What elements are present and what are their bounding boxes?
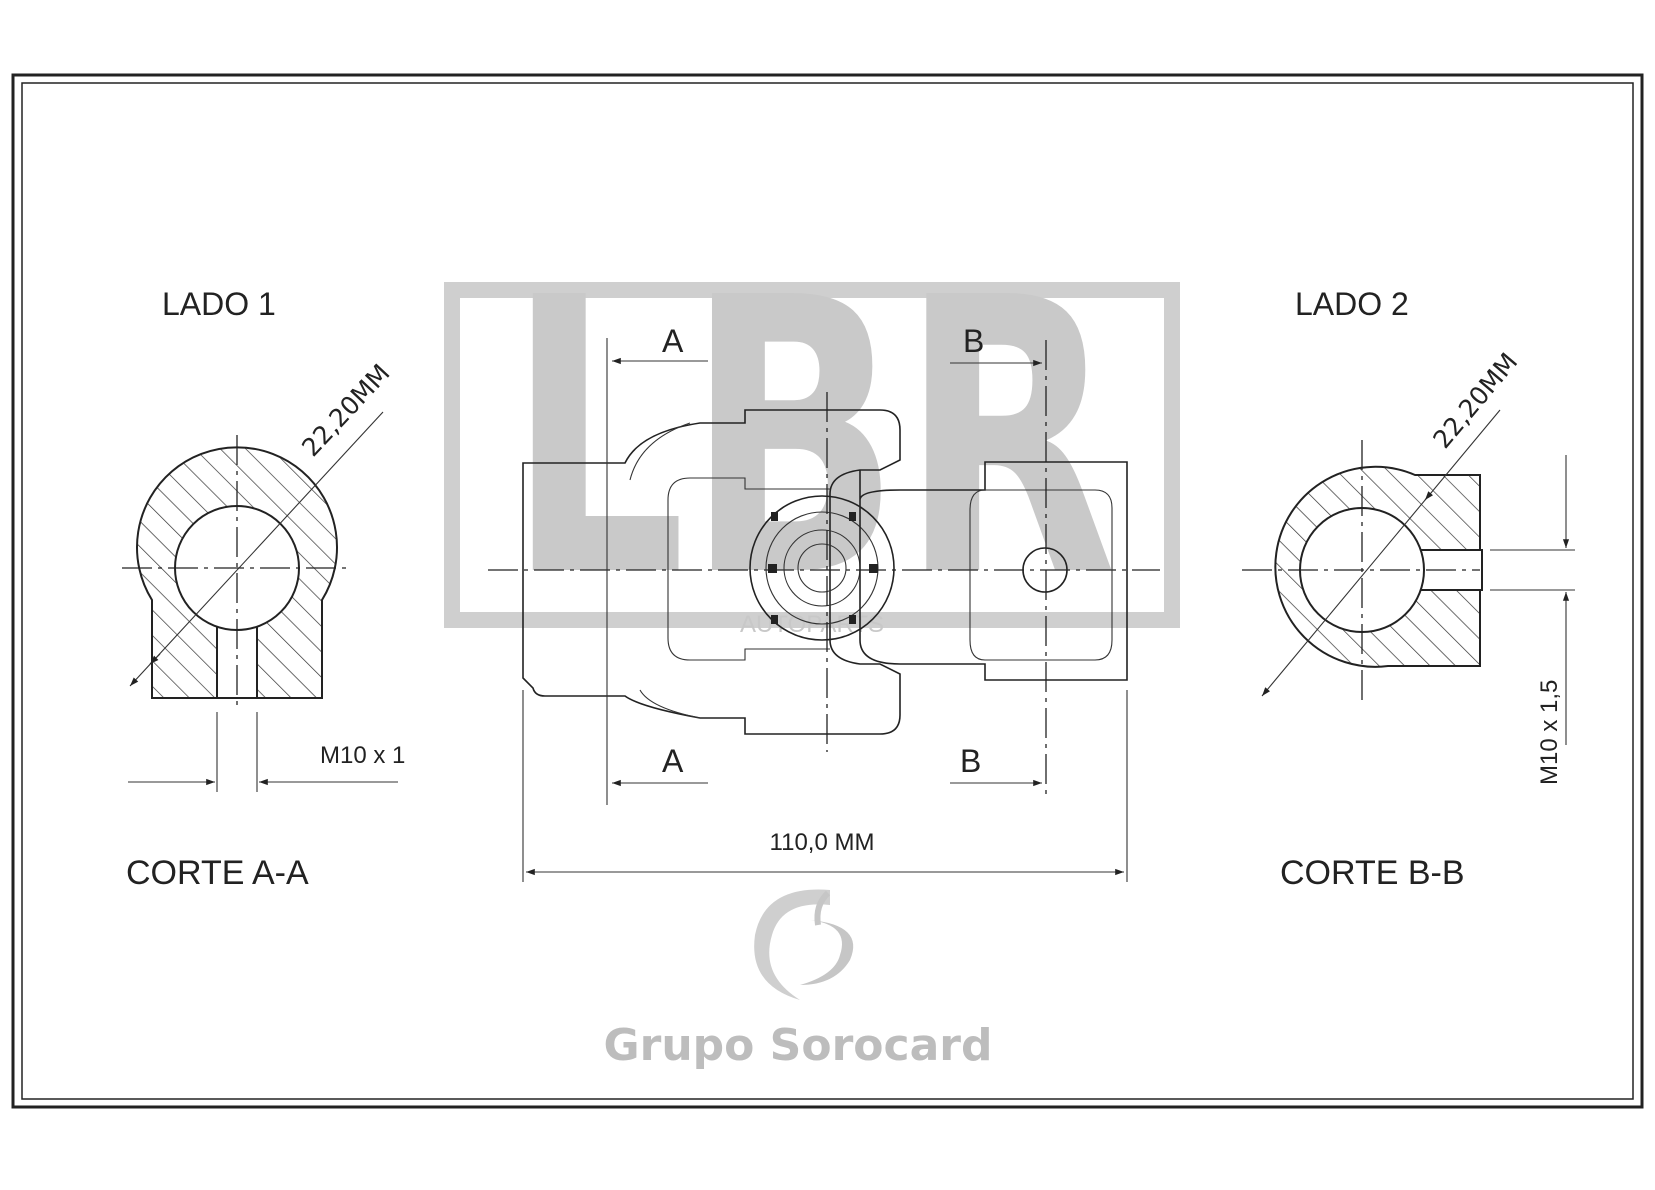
section-a-a-view: LADO 1 22,20MM M10 x 1 CORTE A-A [122, 286, 405, 892]
side2-thread-label: M10 x 1,5 [1536, 680, 1563, 785]
universal-joint-view: A A B B 110,0 MM [488, 323, 1160, 882]
overall-length-label: 110,0 MM [770, 829, 875, 856]
cut-b-top-label: B [963, 323, 984, 359]
cut-b-bottom-label: B [960, 743, 981, 779]
drawing-frame [11, 73, 1644, 1109]
left-yoke [522, 409, 901, 735]
cut-a-bottom-label: A [662, 743, 684, 779]
lbr-letters: LBR [507, 217, 1117, 660]
right-yoke [859, 461, 1128, 681]
autoparts-label: AUTOPARTS [740, 611, 884, 638]
section-b-label: CORTE B-B [1280, 854, 1465, 892]
side1-title: LADO 1 [162, 286, 276, 322]
cut-a-top-label: A [662, 323, 684, 359]
side2-title: LADO 2 [1295, 286, 1409, 322]
lbr-watermark: LBR AUTOPARTS [444, 217, 1180, 660]
section-a-label: CORTE A-A [126, 854, 309, 892]
side2-diameter-label: 22,20MM [1427, 347, 1523, 454]
brand-name: Grupo Sorocard [604, 1020, 993, 1071]
right-yoke-bolt-hole [1022, 547, 1068, 593]
side1-thread-label: M10 x 1 [320, 742, 405, 769]
spider-outer [749, 495, 895, 641]
grupo-sorocard-logo: Grupo Sorocard [604, 889, 993, 1071]
section-b-b-view: LADO 2 22,20MM M10 x 1,5 CORTE B-B [1242, 286, 1575, 892]
side1-diameter-label: 22,20MM [296, 358, 395, 462]
